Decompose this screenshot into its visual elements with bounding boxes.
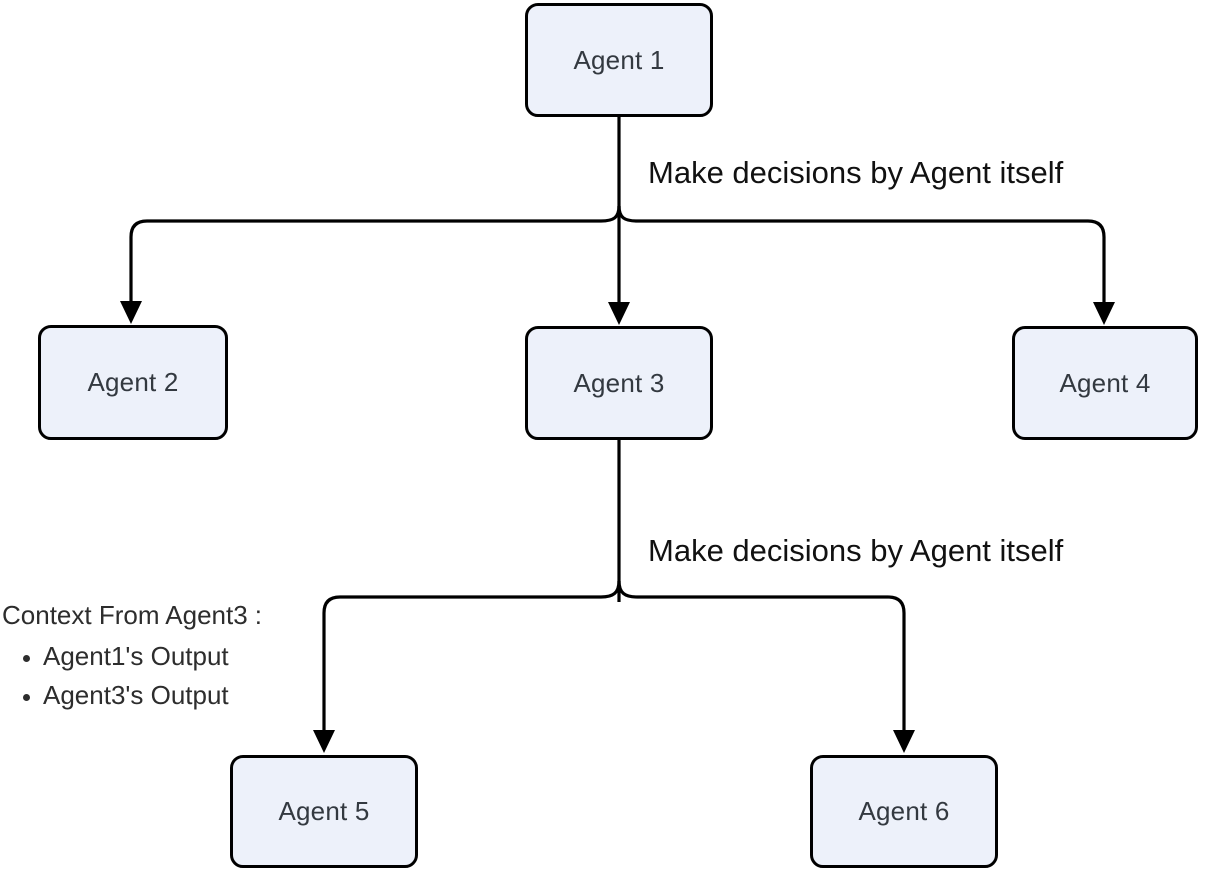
context-annotation-colon: : xyxy=(254,600,262,630)
context-annotation-item: Agent3's Output xyxy=(43,676,312,715)
context-annotation: Context From Agent3: Agent1's Output Age… xyxy=(2,599,312,715)
arrowhead-agent4 xyxy=(1093,302,1115,325)
node-agent3-label: Agent 3 xyxy=(573,367,665,398)
arrowhead-agent6 xyxy=(893,730,915,753)
context-annotation-item: Agent1's Output xyxy=(43,637,312,676)
edge-agent3-agent5 xyxy=(322,440,621,730)
edge-agent3-agent6 xyxy=(617,580,906,730)
arrowhead-agent5 xyxy=(313,730,335,753)
node-agent3: Agent 3 xyxy=(525,326,713,440)
node-agent4: Agent 4 xyxy=(1012,326,1198,440)
edge-agent1-agent2 xyxy=(129,205,621,301)
arrowhead-agent2 xyxy=(120,301,142,324)
node-agent1-label: Agent 1 xyxy=(573,44,665,75)
node-agent2-label: Agent 2 xyxy=(87,367,179,397)
edge-label-decision-2: Make decisions by Agent itself xyxy=(648,533,1064,568)
context-annotation-list: Agent1's Output Agent3's Output xyxy=(2,637,312,715)
edge-label-decision-1: Make decisions by Agent itself xyxy=(648,155,1064,190)
node-agent5-label: Agent 5 xyxy=(278,796,370,826)
context-annotation-title: Context From Agent3: xyxy=(2,599,312,631)
context-annotation-title-text: Context From Agent3 xyxy=(2,600,248,630)
edge-agent1-agent4 xyxy=(617,205,1106,302)
node-agent6-label: Agent 6 xyxy=(858,796,950,826)
arrowhead-agent3 xyxy=(608,302,630,325)
node-agent5: Agent 5 xyxy=(230,755,418,868)
node-agent6: Agent 6 xyxy=(810,755,998,868)
node-agent4-label: Agent 4 xyxy=(1059,367,1151,398)
node-agent1: Agent 1 xyxy=(525,3,713,117)
node-agent2: Agent 2 xyxy=(38,325,228,440)
